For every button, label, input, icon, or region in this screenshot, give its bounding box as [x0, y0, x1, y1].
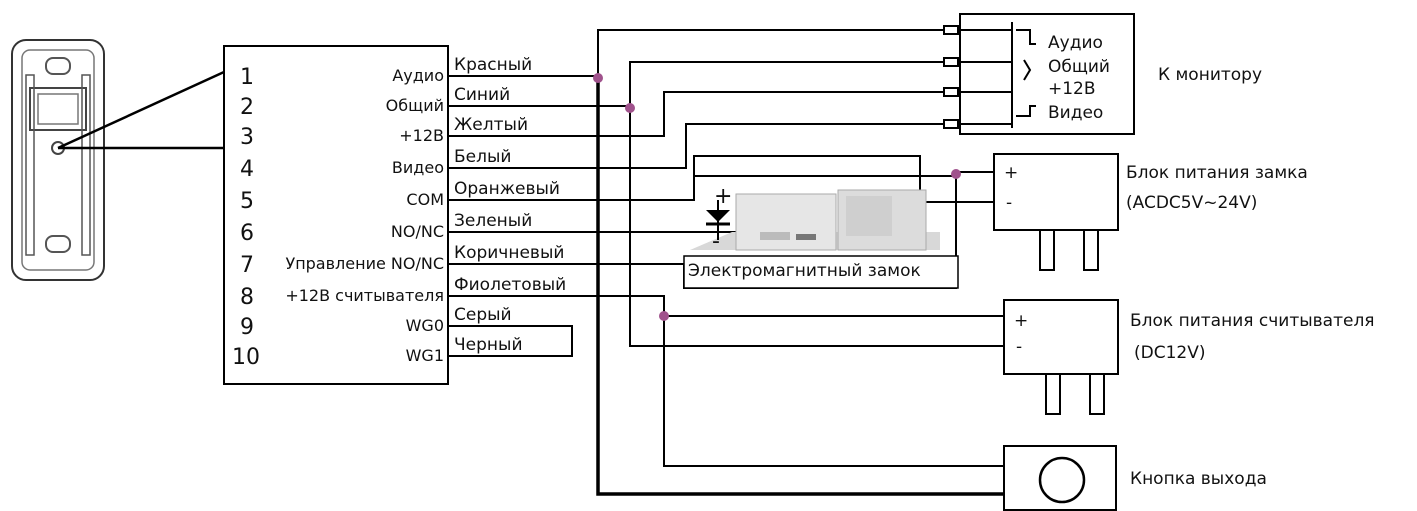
lock-psu-plus: + — [1004, 163, 1018, 183]
monitor-box — [959, 13, 1135, 135]
outdoor-panel — [11, 39, 225, 281]
wire-color-label: Желтый — [454, 115, 528, 135]
lock-plus: + — [714, 184, 732, 209]
wire-lock-plus — [693, 175, 956, 200]
reader-power-supply: + - Блок питания считывателя (DC12V) — [1003, 299, 1375, 415]
wire-color-label: Синий — [454, 85, 510, 105]
wire-color-label: Серый — [454, 305, 512, 325]
reader-psu-plus: + — [1014, 311, 1028, 331]
wire-color-labels: КрасныйСинийЖелтыйБелыйОранжевыйЗеленыйК… — [454, 55, 566, 355]
terminal-label: Управление NO/NC — [285, 254, 444, 273]
electromagnetic-lock: + - Электромагнитный замок — [683, 184, 959, 289]
terminal-label: Общий — [386, 96, 444, 115]
wire-color-label: Черный — [454, 335, 523, 355]
wire-reader-gnd — [629, 106, 1004, 347]
monitor-pin-video: Видео — [1048, 103, 1103, 123]
terminal-label: WG0 — [406, 316, 444, 335]
terminal-number: 4 — [240, 157, 254, 182]
reader-psu-spec: (DC12V) — [1134, 343, 1206, 363]
monitor-connector: Аудио Общий +12В Видео К монитору — [943, 13, 1262, 135]
button-circle-icon — [1038, 456, 1086, 504]
lock-psu-minus: - — [1006, 193, 1012, 213]
lock-label: Электромагнитный замок — [688, 261, 921, 281]
terminal-number: 2 — [240, 95, 254, 120]
lock-psu-title: Блок питания замка — [1126, 163, 1308, 183]
wire-color-label: Зеленый — [454, 211, 532, 231]
terminal-label: +12В — [399, 126, 444, 145]
wire-exit-1 — [663, 316, 1004, 467]
terminal-label: NO/NC — [391, 222, 444, 241]
wire-color-label: Коричневый — [454, 243, 564, 263]
monitor-pin-12v: +12В — [1048, 79, 1096, 99]
exit-button: Кнопка выхода — [1003, 445, 1267, 511]
terminal-number: 10 — [232, 345, 260, 370]
reader-psu-title: Блок питания считывателя — [1130, 311, 1375, 331]
terminal-number: 7 — [240, 253, 254, 278]
wg-loop — [448, 325, 573, 357]
monitor-pin-audio: Аудио — [1048, 33, 1103, 53]
exit-button-label: Кнопка выхода — [1130, 469, 1267, 489]
monitor-label: К монитору — [1158, 65, 1262, 85]
lock-minus: - — [712, 229, 720, 254]
wire-audio — [448, 29, 946, 77]
terminal-label: WG1 — [406, 346, 444, 365]
wire-color-label: Оранжевый — [454, 179, 560, 199]
terminal-rows: 1 Аудио 2 Общий 3 +12В 4 Видео 5 COM 6 NO/NC 7 Управл… — [232, 65, 444, 370]
junction-dot — [593, 73, 603, 83]
junction-dot — [951, 169, 961, 179]
terminal-label: Аудио — [392, 66, 444, 85]
terminal-number: 1 — [240, 65, 254, 90]
terminal-block — [223, 45, 449, 385]
wire-12v — [448, 91, 946, 137]
wire-com — [448, 155, 994, 203]
terminal-number: 5 — [240, 189, 254, 214]
terminal-label: +12В считывателя — [285, 286, 444, 305]
lock-power-supply: + - Блок питания замка (ACDC5V~24V) — [993, 153, 1308, 271]
lock-psu-spec: (ACDC5V~24V) — [1126, 193, 1257, 213]
terminal-label: Видео — [392, 158, 444, 177]
wire-color-label: Красный — [454, 55, 532, 75]
wire-color-label: Фиолетовый — [454, 275, 566, 295]
wire-video — [448, 123, 946, 169]
wire-reader-12v — [448, 295, 1004, 317]
terminal-label: COM — [406, 190, 444, 209]
monitor-pin-common: Общий — [1048, 57, 1110, 77]
junction-dot — [659, 311, 669, 321]
terminal-number: 6 — [240, 221, 254, 246]
junction-dot — [625, 103, 635, 113]
junctions — [593, 73, 961, 321]
reader-psu-minus: - — [1016, 337, 1022, 357]
wire-color-label: Белый — [454, 147, 511, 167]
wire-common — [448, 61, 946, 107]
terminal-number: 9 — [240, 315, 254, 340]
terminal-number: 3 — [240, 125, 254, 150]
wire-exit-2 — [596, 76, 1004, 496]
terminal-number: 8 — [240, 285, 254, 310]
